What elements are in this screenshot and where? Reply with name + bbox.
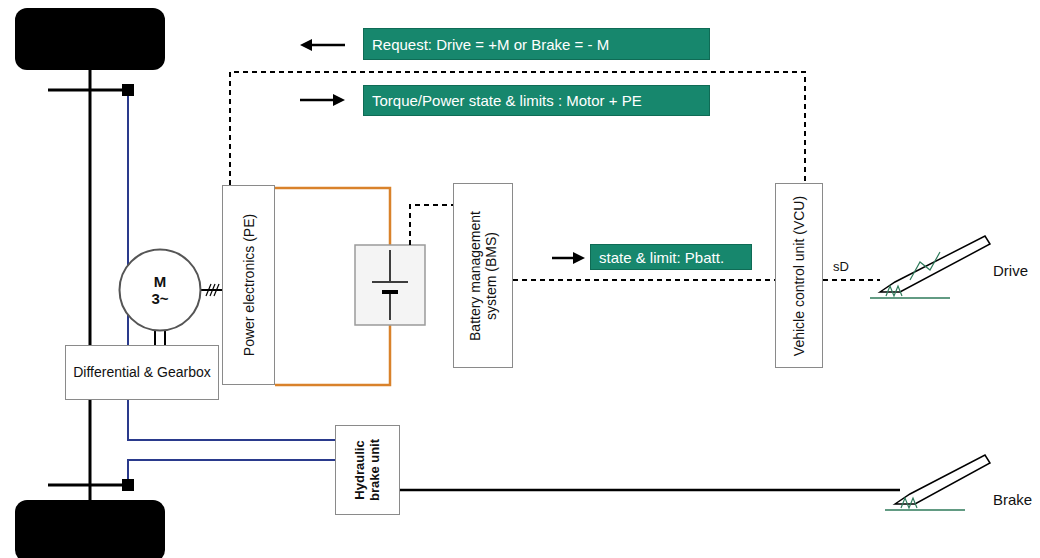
axle-bar — [48, 89, 132, 92]
connector-line — [201, 289, 222, 291]
connector-line — [230, 72, 805, 185]
axle — [89, 68, 92, 502]
message-label: state & limit: Pbatt. — [590, 244, 752, 270]
battery-symbol — [382, 290, 398, 294]
connector — [513, 280, 775, 281]
motor-outline — [120, 250, 201, 331]
battery-symbol — [389, 250, 391, 281]
connector-line — [154, 331, 166, 345]
node-text: Torque/Power state & limits : Motor + PE — [372, 92, 642, 109]
pedal-label: Drive — [993, 262, 1028, 279]
pedal-base — [885, 509, 965, 511]
brake-unit-box: Hydraulic brake unit — [335, 425, 400, 515]
battery-symbol — [372, 281, 408, 283]
node-text: Vehicle control unit (VCU) — [791, 188, 807, 363]
signal-line — [823, 279, 880, 281]
pedal-label: Brake — [993, 491, 1032, 508]
pedal-spring — [910, 252, 940, 280]
drive-pedal — [870, 236, 990, 298]
node-text: state & limit: Pbatt. — [599, 249, 724, 266]
node-text: Differential & Gearbox — [73, 364, 210, 380]
node-text: Request: Drive = +M or Brake = - M — [372, 36, 609, 53]
brake-line — [128, 460, 336, 479]
pedal — [895, 455, 990, 504]
motor-circle: M 3~ — [118, 248, 202, 332]
hv-wire — [275, 188, 390, 245]
brake-rod — [400, 489, 900, 492]
connector — [201, 290, 222, 291]
wheel — [15, 500, 165, 558]
gearbox-box: Differential & Gearbox — [65, 345, 219, 400]
brake-caliper — [122, 479, 134, 491]
brake-pedal — [885, 455, 990, 510]
bms-box: Battery management system (BMS) — [453, 183, 513, 368]
message-label: Request: Drive = +M or Brake = - M — [363, 28, 710, 60]
wheel — [15, 8, 165, 70]
arrow-head — [333, 94, 345, 106]
connector-line — [513, 279, 775, 281]
node-text: M 3~ — [145, 273, 175, 308]
node-text: Battery management system (BMS) — [467, 188, 499, 363]
battery-symbol — [389, 294, 391, 320]
connector — [160, 331, 161, 345]
connector — [230, 72, 805, 185]
hv-wire — [275, 325, 390, 385]
arrow-head — [300, 39, 312, 51]
brake-caliper — [122, 84, 134, 96]
vcu-box: Vehicle control unit (VCU) — [775, 183, 823, 368]
node-text: Hydraulic brake unit — [353, 430, 383, 510]
arrow-shaft — [308, 44, 345, 47]
signal-line — [410, 205, 453, 245]
message-label: Torque/Power state & limits : Motor + PE — [363, 85, 710, 116]
shaft-gap — [156, 331, 164, 345]
pedal-spring — [901, 498, 917, 508]
arrow-head — [573, 252, 585, 264]
pedal — [880, 236, 990, 292]
pedal-spring — [886, 286, 902, 296]
power-electronics-box: Power electronics (PE) — [222, 185, 275, 385]
pedal-base — [870, 297, 950, 299]
arrow-shaft — [300, 99, 337, 102]
axle-bar — [48, 484, 132, 487]
node-text: Power electronics (PE) — [240, 190, 256, 380]
battery-box — [355, 245, 425, 325]
signal-name: sD — [833, 259, 849, 274]
